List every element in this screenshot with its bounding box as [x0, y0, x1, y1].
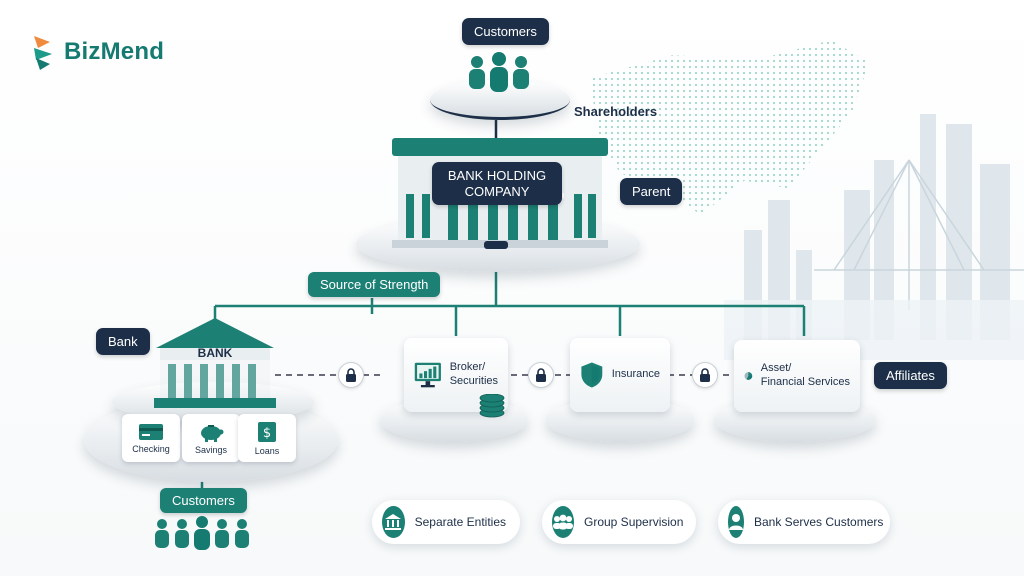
holding-connector-node [484, 241, 508, 249]
lock-icon [338, 362, 364, 388]
product-label: Savings [194, 444, 228, 455]
shield-icon [581, 362, 603, 388]
product-card-savings: Savings [182, 414, 240, 462]
group-icon [552, 506, 574, 538]
city-skyline [724, 114, 1024, 360]
holding-company-title: BANK HOLDING COMPANY [432, 162, 562, 206]
bizmend-logo-icon [34, 36, 52, 70]
product-card-loans: $ Loans [238, 414, 296, 462]
bank-building-icon [154, 318, 276, 408]
bank-customers-people-icon [155, 516, 249, 550]
lock-icon [528, 362, 554, 388]
broker-label-line2: Securities [449, 375, 498, 387]
asset-card: Asset/ Financial Services [734, 340, 860, 412]
legend-separate-entities: Separate Entities [372, 500, 520, 544]
product-label: Checking [132, 443, 170, 454]
asset-label-line1: Asset/ [760, 362, 792, 375]
institution-icon [382, 506, 405, 538]
broker-label-line1: Broker/ [449, 361, 486, 374]
bank-customers-tag: Customers [160, 488, 247, 513]
asset-label-line2: Financial Services [760, 376, 850, 388]
legend-label: Bank Serves Customers [754, 515, 884, 529]
product-label: Loans [254, 445, 280, 456]
holding-company-title-text: BANK HOLDING COMPANY [447, 168, 547, 199]
legend-bank-serves-customers: Bank Serves Customers [718, 500, 890, 544]
brand-logo: BizMend [30, 34, 164, 70]
shareholders-label: Shareholders [574, 104, 658, 119]
piggy-bank-icon [201, 424, 224, 442]
bank-sign: BANK [197, 346, 233, 360]
coin-stack-icon [479, 394, 505, 418]
legend-label: Separate Entities [414, 515, 506, 529]
svg-text:$: $ [263, 426, 271, 441]
parent-tag: Parent [620, 178, 683, 205]
legend-label: Group Supervision [584, 515, 684, 529]
person-icon [728, 506, 744, 538]
card-icon [139, 423, 163, 440]
insurance-label-line1: Insurance [611, 368, 660, 381]
source-of-strength-tag: Source of Strength [308, 272, 441, 297]
pie-chart-icon [744, 372, 753, 380]
broker-label: Broker/ Securities [450, 361, 498, 389]
insurance-label: Insurance [612, 368, 660, 382]
legend-group-supervision: Group Supervision [542, 500, 696, 544]
lock-icon [692, 362, 718, 388]
insurance-card: Insurance [570, 338, 670, 412]
dollar-doc-icon: $ [258, 421, 276, 442]
top-customers-tag: Customers [462, 18, 549, 45]
product-card-checking: Checking [122, 414, 180, 462]
affiliates-tag: Affiliates [874, 362, 947, 389]
brand-name: BizMend [64, 38, 165, 65]
chart-monitor-icon [414, 362, 441, 388]
top-customers-people-icon [469, 52, 529, 92]
asset-label: Asset/ Financial Services [761, 362, 850, 390]
bank-tag: Bank [96, 328, 150, 355]
